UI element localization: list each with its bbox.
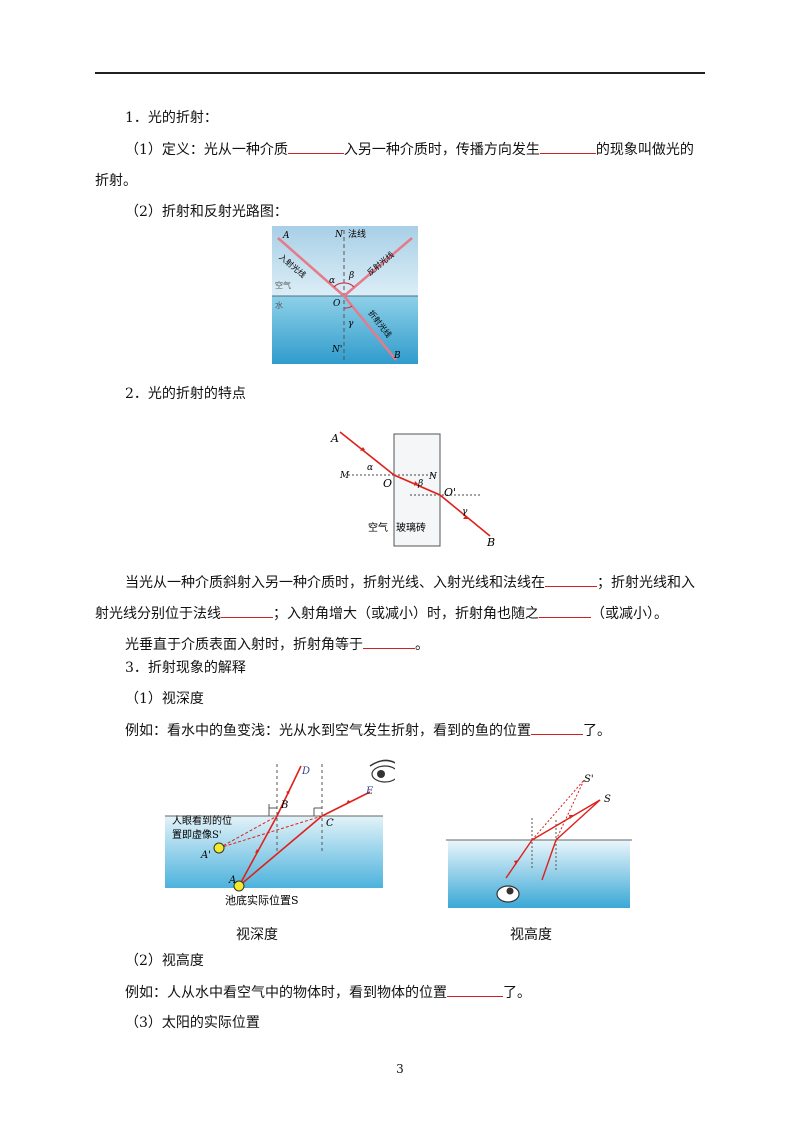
water-region (165, 816, 383, 888)
label-normal: 法线 (348, 228, 366, 240)
label2-alpha: α (367, 463, 373, 473)
blank-3[interactable] (545, 572, 597, 587)
label2-O: O (383, 477, 392, 490)
label3-apparent-1: 人眼看到的位 (172, 814, 232, 827)
actual-point (233, 880, 245, 892)
blank-5[interactable] (539, 603, 591, 618)
label-beta: β (348, 271, 354, 281)
label2-A: A (330, 432, 339, 445)
light-path (339, 431, 491, 537)
page-number: 3 (396, 1062, 404, 1076)
sub-heading-2: （2）视高度 (125, 953, 204, 969)
label2-glass: 玻璃砖 (396, 521, 426, 534)
label3-A-prime: A' (200, 850, 211, 861)
feature-line-3: 光垂直于介质表面入射时，折射角等于。 (125, 634, 429, 655)
example-2: 例如：人从水中看空气中的物体时，看到物体的位置了。 (125, 982, 531, 1003)
label2-gamma: γ (462, 507, 468, 517)
eye-icon (369, 759, 395, 783)
label2-O-prime: O' (444, 486, 456, 499)
blank-2[interactable] (539, 139, 596, 154)
diagram1-heading: （2）折射和反射光路图： (125, 204, 288, 220)
label-alpha: α (329, 276, 335, 286)
glass-block-diagram: A M α O N β O' γ B 空气 玻璃砖 (330, 431, 495, 549)
label4-S: S (604, 794, 611, 805)
definition-line: （1）定义：光从一种介质入另一种介质时，传播方向发生的现象叫做光的 (125, 139, 694, 160)
label3-D: D (301, 766, 310, 777)
caption-apparent-height: 视高度 (510, 927, 552, 943)
section1-heading: 1．光的折射： (125, 110, 218, 126)
label2-air: 空气 (368, 521, 388, 534)
definition-wrap: 折射。 (95, 173, 137, 189)
section2-heading: 2．光的折射的特点 (125, 386, 246, 402)
reflected-ray (343, 237, 413, 297)
label4-S-prime: S' (584, 774, 594, 785)
label2-B: B (486, 536, 495, 549)
refracted-ray (343, 295, 397, 361)
label2-N: N (428, 472, 438, 482)
label-N-prime: N' (331, 345, 342, 355)
label3-A: A (228, 875, 236, 886)
sub-heading-3: （3）太阳的实际位置 (125, 1015, 260, 1031)
blank-8[interactable] (447, 982, 503, 997)
sub-heading-1: （1）视深度 (125, 691, 204, 707)
label3-apparent-2: 置即虚像S' (172, 829, 222, 841)
virtual-image-point (213, 842, 225, 854)
glass-block (393, 433, 441, 547)
label-air: 空气 (275, 280, 291, 290)
example-1: 例如：看水中的鱼变浅：光从水到空气发生折射，看到的鱼的位置了。 (125, 720, 611, 741)
apparent-depth-diagram: D E B C 人眼看到的位 置即虚像S' A' A 池底实际位置S (165, 759, 395, 907)
feature-line-1: 当光从一种介质斜射入另一种介质时，折射光线、入射光线和法线在；折射光线和入 (125, 572, 695, 593)
label2-M: M (339, 471, 350, 481)
reflection-refraction-diagram: A N 法线 入射光线 反射光线 空气 水 α β O γ 折射光线 N' B (272, 226, 418, 364)
label3-B: B (280, 800, 288, 811)
label-gamma: γ (348, 319, 354, 329)
label-A: A (282, 231, 290, 241)
apparent-height-diagram: S' S (446, 774, 632, 908)
label-B: B (393, 351, 401, 361)
label3-E: E (365, 786, 374, 797)
label-N: N (334, 230, 344, 240)
caption-apparent-depth: 视深度 (236, 927, 278, 943)
label-O: O (333, 299, 341, 309)
eye-icon-underwater (496, 885, 520, 903)
feature-line-2: 射光线分别位于法线；入射角增大（或减小）时，折射角也随之（或减小）。 (95, 603, 668, 624)
blank-6[interactable] (363, 634, 415, 649)
water-region-2 (448, 840, 630, 908)
header-rule (95, 72, 705, 74)
incident-ray (277, 237, 345, 297)
blank-1[interactable] (287, 139, 344, 154)
blank-7[interactable] (531, 720, 583, 735)
label-water: 水 (275, 300, 283, 310)
label3-C: C (326, 818, 334, 829)
label2-beta: β (417, 479, 423, 489)
label3-actual: 池底实际位置S (225, 893, 299, 907)
section3-heading: 3．折射现象的解释 (125, 660, 246, 676)
blank-4[interactable] (221, 603, 273, 618)
